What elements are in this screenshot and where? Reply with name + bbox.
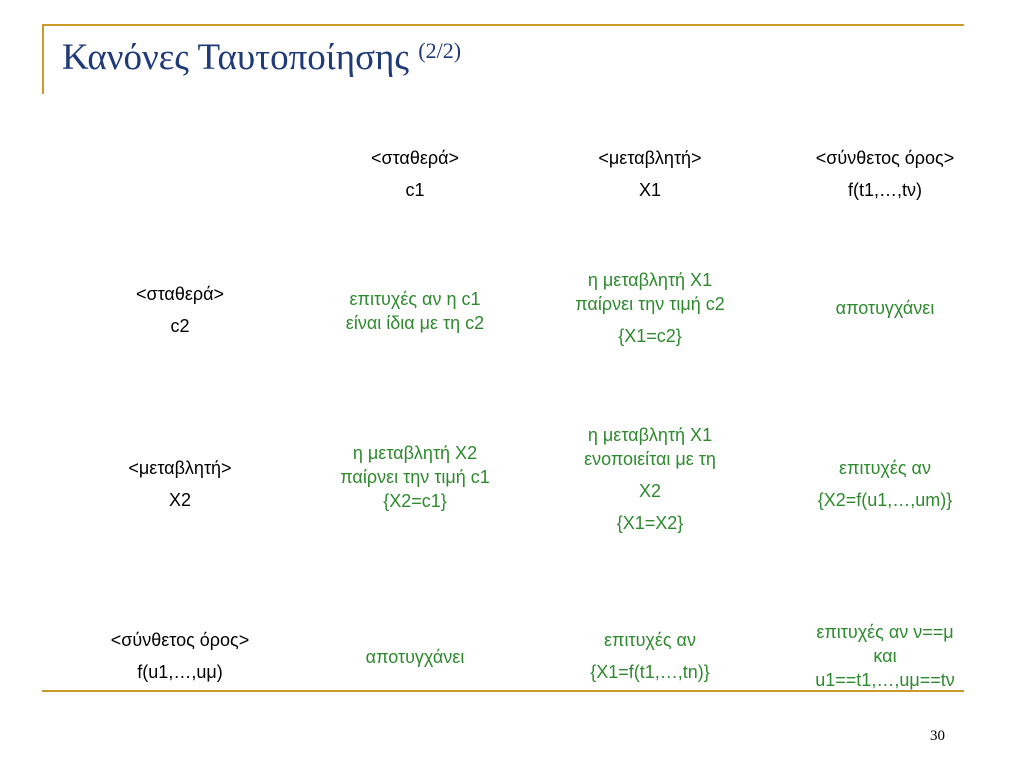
column-header-variable: <μεταβλητή> X1 <box>550 146 750 202</box>
slide-title: Κανόνες Ταυτοποίησης (2/2) <box>62 36 461 79</box>
row-header-label: <σύνθετος όρος> <box>110 630 250 650</box>
row-header-label: <σταθερά> <box>135 284 225 304</box>
row-header-constant: <σταθερά> c2 <box>80 282 280 338</box>
result-line: u1==t1,…,uμ==tν <box>815 670 955 690</box>
column-header-label: <μεταβλητή> <box>598 148 702 168</box>
result-cell-variable-compound: επιτυχές αν {X2=f(u1,…,um)} <box>775 456 995 512</box>
result-line: η μεταβλητή X2 <box>352 443 478 463</box>
result-line: παίρνει την τιμή c1 <box>340 467 490 487</box>
result-cell-constant-compound: αποτυγχάνει <box>775 296 995 320</box>
result-line: η μεταβλητή X1 <box>587 270 713 290</box>
result-substitution: {X1=X2} <box>616 513 684 533</box>
result-substitution: {X2=f(u1,…,um)} <box>817 490 953 510</box>
slide-title-suffix: (2/2) <box>418 38 462 63</box>
result-line: αποτυγχάνει <box>365 647 465 667</box>
result-cell-constant-variable: η μεταβλητή X1 παίρνει την τιμή c2 {X1=c… <box>540 268 760 348</box>
result-substitution: {X1=f(t1,…,tn)} <box>590 662 710 682</box>
slide-title-text: Κανόνες Ταυτοποίησης <box>62 37 410 78</box>
result-cell-compound-variable: επιτυχές αν {X1=f(t1,…,tn)} <box>540 628 760 684</box>
result-line: επιτυχές αν ν==μ <box>816 622 954 642</box>
result-cell-compound-compound: επιτυχές αν ν==μ και u1==t1,…,uμ==tν <box>775 620 995 692</box>
result-line: επιτυχές αν <box>839 458 931 478</box>
result-cell-compound-constant: αποτυγχάνει <box>315 645 515 669</box>
column-header-symbol: X1 <box>638 180 662 200</box>
column-header-symbol: c1 <box>405 180 425 200</box>
accent-rule-bottom <box>42 690 964 692</box>
row-header-variable: <μεταβλητή> X2 <box>80 456 280 512</box>
result-cell-variable-variable: η μεταβλητή X1 ενοποιείται με τη X2 {X1=… <box>540 423 760 535</box>
column-header-symbol: f(t1,…,tν) <box>847 180 922 200</box>
column-header-label: <σύνθετος όρος> <box>815 148 955 168</box>
row-header-label: <μεταβλητή> <box>128 458 232 478</box>
column-header-label: <σταθερά> <box>370 148 460 168</box>
result-line: επιτυχές αν <box>604 630 696 650</box>
accent-rule-top <box>42 24 964 26</box>
result-line: ενοποιείται με τη <box>584 449 716 469</box>
result-line: παίρνει την τιμή c2 <box>575 294 725 314</box>
row-header-symbol: c2 <box>170 316 190 336</box>
row-header-symbol: X2 <box>168 490 192 510</box>
row-header-symbol: f(u1,…,uμ) <box>137 662 223 682</box>
row-header-compound-term: <σύνθετος όρος> f(u1,…,uμ) <box>70 628 290 684</box>
page-number: 30 <box>930 728 945 744</box>
result-substitution: {X2=c1} <box>383 491 447 511</box>
result-cell-variable-constant: η μεταβλητή X2 παίρνει την τιμή c1 {X2=c… <box>315 441 515 513</box>
result-line: αποτυγχάνει <box>835 298 935 318</box>
result-line: η μεταβλητή X1 <box>587 425 713 445</box>
accent-rule-left <box>42 24 44 94</box>
result-substitution: {X1=c2} <box>618 326 682 346</box>
result-line: X2 <box>638 481 662 501</box>
result-line: επιτυχές αν η c1 <box>349 289 481 309</box>
column-header-compound-term: <σύνθετος όρος> f(t1,…,tν) <box>775 146 995 202</box>
result-line: είναι ίδια με τη c2 <box>345 313 485 333</box>
column-header-constant: <σταθερά> c1 <box>315 146 515 202</box>
result-line: και <box>873 646 897 666</box>
result-cell-constant-constant: επιτυχές αν η c1 είναι ίδια με τη c2 <box>315 287 515 335</box>
